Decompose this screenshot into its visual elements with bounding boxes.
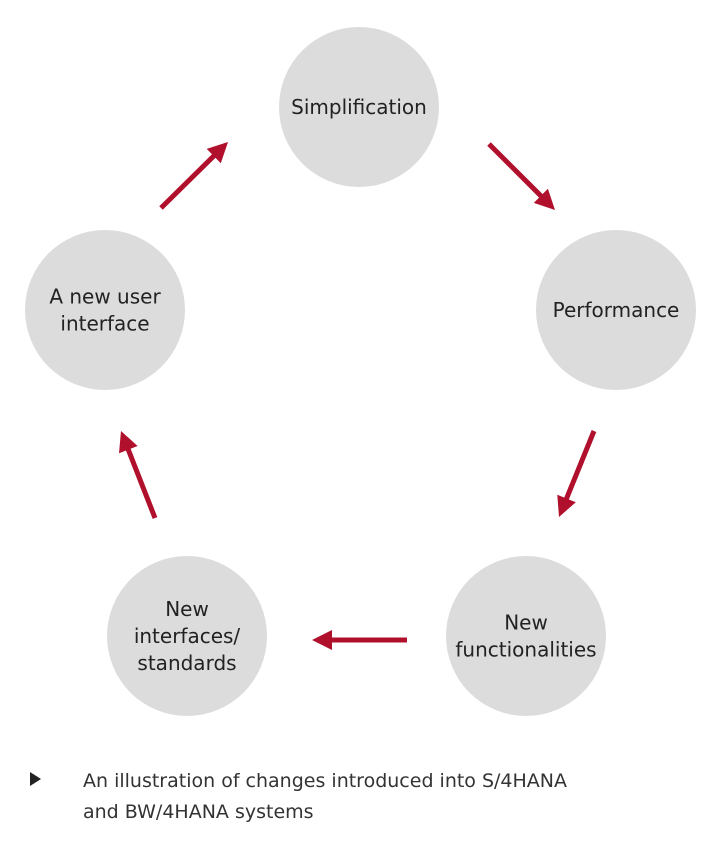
arrow-shaft bbox=[563, 430, 597, 501]
arrow-simplification-to-performance bbox=[487, 142, 555, 210]
caption-bullet-icon bbox=[30, 772, 41, 786]
node-label-line: functionalities bbox=[455, 638, 596, 662]
arrow-new-interfaces-to-new-user-interface bbox=[119, 431, 158, 519]
arrow-shaft bbox=[125, 447, 158, 519]
caption-line-2: and BW/4HANA systems bbox=[83, 801, 314, 823]
arrow-shaft bbox=[487, 142, 544, 199]
arrow-head-icon bbox=[206, 142, 228, 164]
arrow-head-icon bbox=[557, 494, 576, 517]
node-label-new-functionalities: New functionalities bbox=[455, 611, 596, 662]
node-label-line: Performance bbox=[553, 298, 680, 322]
node-label-performance: Performance bbox=[553, 298, 680, 322]
arrow-head-icon bbox=[312, 630, 332, 650]
node-circle-simplification bbox=[279, 27, 439, 187]
node-label-line: New bbox=[165, 597, 209, 621]
node-label-line: interface bbox=[60, 312, 149, 336]
arrow-shaft bbox=[159, 153, 217, 210]
node-label-line: interfaces/ bbox=[134, 624, 241, 648]
node-circle-new-functionalities bbox=[446, 556, 606, 716]
node-circle-new-interfaces-standards bbox=[107, 556, 267, 716]
caption-line-1: An illustration of changes introduced in… bbox=[83, 770, 568, 792]
arrow-performance-to-new-functionalities bbox=[557, 430, 597, 517]
figure-caption: An illustration of changes introduced in… bbox=[83, 766, 683, 828]
node-label-line: A new user bbox=[49, 285, 161, 309]
arrow-new-user-interface-to-simplification bbox=[159, 142, 228, 210]
node-label-line: Simplification bbox=[291, 95, 427, 119]
node-label-line: New bbox=[504, 611, 548, 635]
node-label-simplification: Simplification bbox=[291, 95, 427, 119]
node-label-new-user-interface: A new user interface bbox=[49, 285, 161, 336]
node-label-new-interfaces-standards: New interfaces/standards bbox=[134, 597, 241, 675]
node-circle-new-user-interface bbox=[25, 230, 185, 390]
node-circle-performance bbox=[536, 230, 696, 390]
arrow-head-icon bbox=[533, 188, 555, 210]
node-label-line: standards bbox=[137, 651, 236, 675]
arrow-head-icon bbox=[119, 431, 138, 454]
arrow-new-functionalities-to-new-interfaces bbox=[312, 630, 407, 650]
